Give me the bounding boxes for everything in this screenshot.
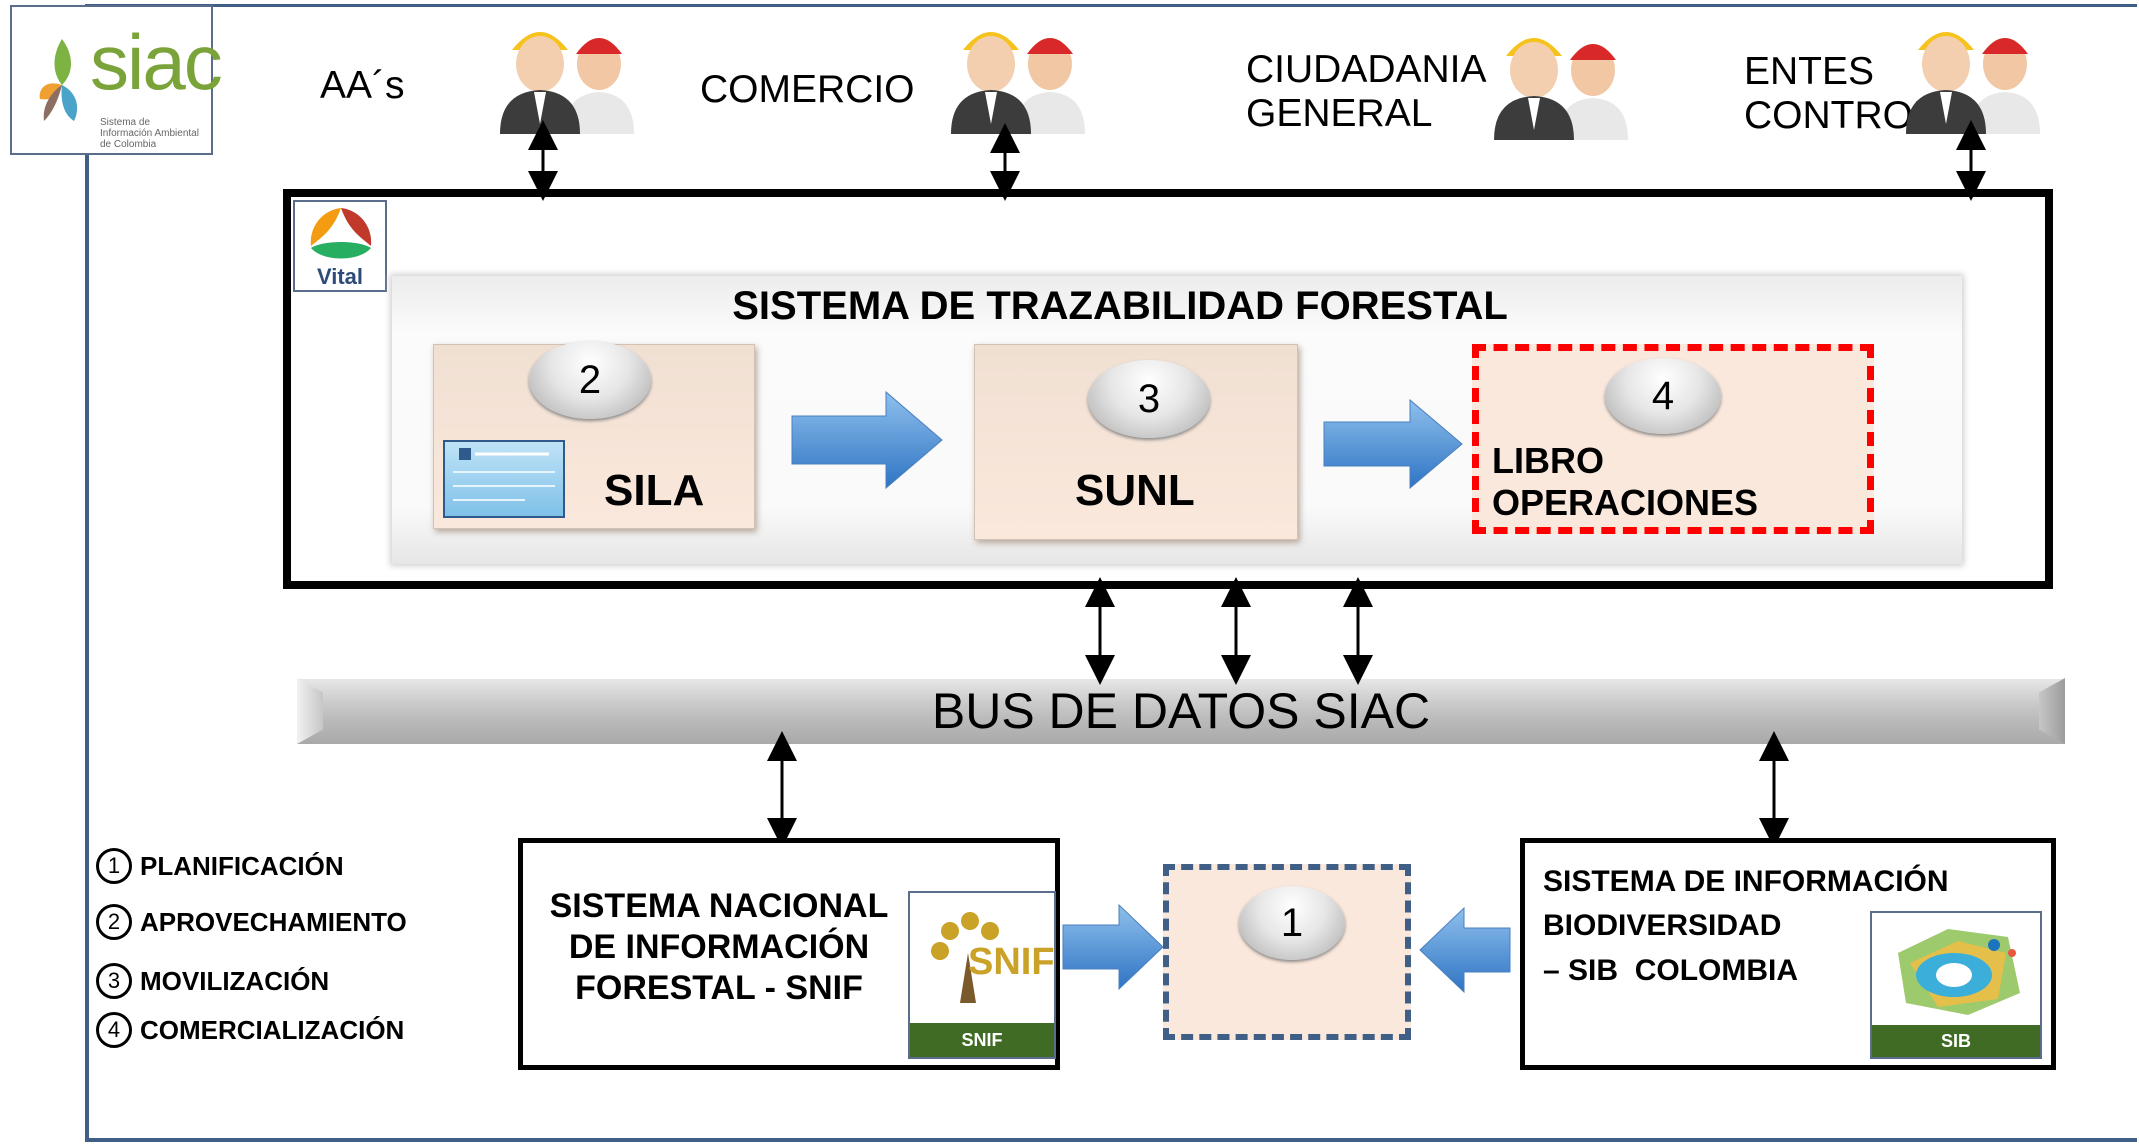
legend-number: 4 [96,1012,132,1048]
legend-label: PLANIFICACIÓN [140,850,344,881]
snif-logo-word: SNIF [968,941,1055,983]
stage-badge-2: 2 [529,341,651,419]
stage-badge-1: 1 [1239,886,1345,960]
snif-tree-icon [931,912,999,1003]
sib-system-label: SISTEMA DE INFORMACIÓN BIODIVERSIDAD – S… [1543,865,1949,987]
sib-logo-caption: SIB [1872,1025,2040,1057]
actor-label-ciudadania: CIUDADANIA GENERAL [1246,48,1487,135]
data-bus: BUS DE DATOS SIAC [297,678,2065,744]
arrow-left-icon [1419,906,1511,994]
legend-item-aprovechamiento: 2 APROVECHAMIENTO [96,904,407,940]
sila-screenshot-thumbnail [443,440,565,518]
siac-leaf-icon [39,39,78,121]
siac-logo-word: siac [90,18,223,106]
sib-logo: SIB [1870,911,2042,1059]
stage-badge-3: 3 [1088,360,1210,438]
legend-label: MOVILIZACIÓN [140,965,330,996]
legend-item-movilizacion: 3 MOVILIZACIÓN [96,963,329,999]
people-icon [500,32,634,134]
legend-label: APROVECHAMIENTO [140,906,407,937]
vital-logo: Vital [293,200,387,292]
snif-logo-caption: SNIF [910,1023,1054,1057]
arrow-right-icon [1323,398,1463,490]
people-icon [951,32,1085,134]
legend-label: COMERCIALIZACIÓN [140,1014,405,1045]
stage-label-sila: SILA [604,466,705,515]
vital-logo-word: Vital [316,264,364,289]
snif-system-label: SISTEMA NACIONAL DE INFORMACIÓN FORESTAL… [549,887,889,1007]
legend-item-planificacion: 1 PLANIFICACIÓN [96,848,344,884]
actor-label-comercio: COMERCIO [700,68,915,111]
stage-badge-4: 4 [1605,358,1721,434]
siac-logo: siac Sistema de Información Ambiental de… [10,5,223,155]
people-icon [1494,38,1628,140]
sib-eye-icon [1898,929,2020,1015]
arrow-right-icon [1062,903,1164,991]
outer-frame [85,4,2137,1142]
actor-label-entes-control: ENTES CONTROL [1744,50,1935,137]
stage-label-sunl: SUNL [1075,466,1195,515]
arrow-right-icon [791,390,943,490]
siac-logo-subtitle: Sistema de Información Ambiental de Colo… [100,117,199,150]
people-icon [1906,32,2040,134]
legend-item-comercializacion: 4 COMERCIALIZACIÓN [96,1012,404,1048]
trazabilidad-title: SISTEMA DE TRAZABILIDAD FORESTAL [732,284,1508,328]
legend-number: 2 [96,904,132,940]
snif-logo: SNIF SNIF [908,891,1056,1059]
actor-label-aas: AA´s [320,64,405,107]
vital-leaf-icon [310,208,372,259]
sila-page-icon [453,448,555,501]
legend-number: 3 [96,963,132,999]
legend-number: 1 [96,848,132,884]
stage-label-libro-operaciones: LIBRO OPERACIONES [1492,440,1759,523]
